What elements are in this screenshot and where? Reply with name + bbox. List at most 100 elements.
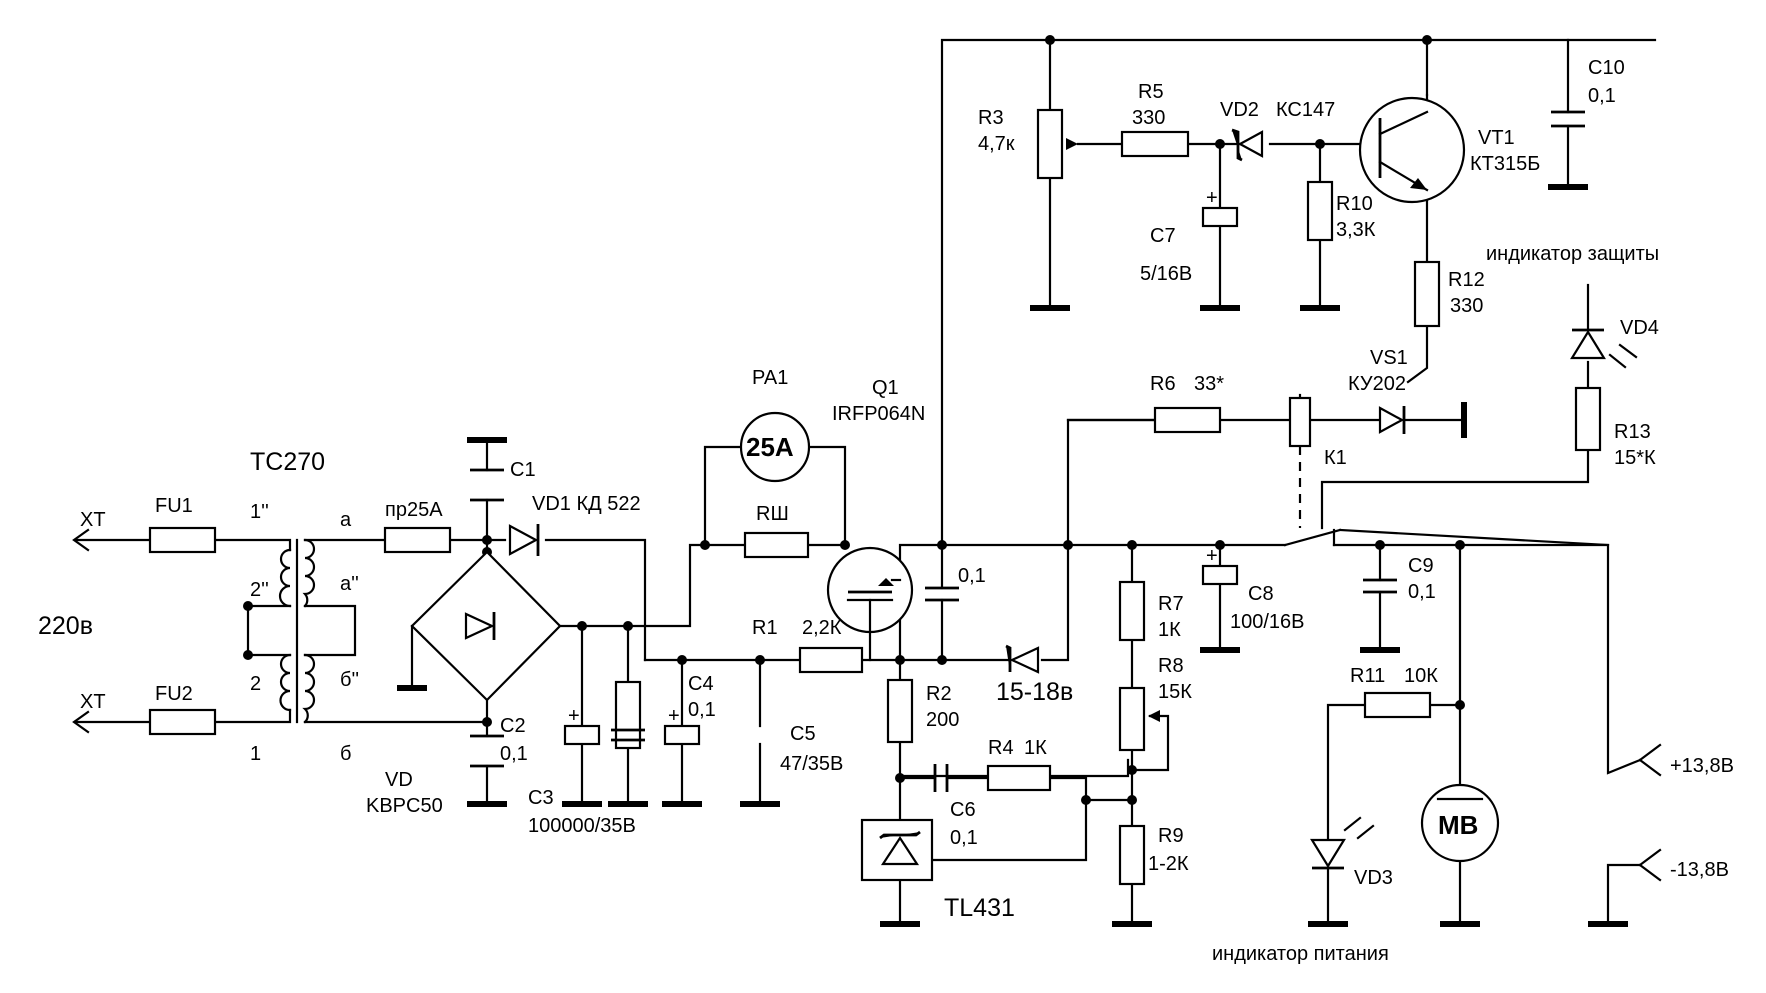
label-r11v: 10К (1404, 665, 1438, 687)
label-c5v: 47/35В (780, 753, 843, 775)
label-q1: Q1 (872, 377, 899, 399)
label-c9v: 0,1 (1408, 581, 1436, 603)
label-c10v: 0,1 (1588, 85, 1616, 107)
label-prot: индикатор защиты (1486, 243, 1659, 265)
label-r2: R2 (926, 683, 952, 705)
label-r6: R6 (1150, 373, 1176, 395)
label-c3: C3 (528, 787, 554, 809)
resistor-r3 (1036, 108, 1064, 180)
label-q1v: IRFP064N (832, 403, 925, 425)
label-r2v: 200 (926, 709, 959, 731)
label-r6v: 33* (1194, 373, 1224, 395)
label-mains: 220в (38, 612, 93, 640)
label-pwr: индикатор питания (1212, 943, 1389, 965)
plus-c5: + (668, 705, 680, 727)
resistors (148, 108, 1602, 886)
label-xt2: XT (80, 691, 106, 713)
tl431-regulator (860, 818, 934, 882)
fu1-fuse (148, 526, 217, 554)
junction-dots (243, 35, 1465, 805)
resistor-bleeder (614, 680, 642, 750)
label-xt1: XT (80, 509, 106, 531)
label-r10: R10 (1336, 193, 1373, 215)
capacitors (470, 110, 1585, 792)
resistor-r8 (1118, 686, 1146, 752)
label-wb: б (340, 743, 351, 765)
fuse-25a (383, 526, 452, 554)
resistor-r4 (986, 764, 1052, 792)
label-c10: C10 (1588, 57, 1625, 79)
label-minus: -13,8В (1670, 859, 1729, 881)
label-c1: C1 (510, 459, 536, 481)
label-c6v: 0,1 (950, 827, 978, 849)
relay-k1-coil (1288, 396, 1312, 448)
label-wb2: б'' (340, 669, 359, 691)
voltmeter-mb (1420, 783, 1500, 863)
resistor-r13 (1574, 386, 1602, 452)
label-pa1: PA1 (752, 367, 788, 389)
resistor-r12 (1413, 260, 1441, 328)
ammeter-pa1 (739, 411, 811, 483)
resistor-r2 (886, 678, 914, 744)
label-fu2: FU2 (155, 683, 193, 705)
label-r9: R9 (1158, 825, 1184, 847)
label-vd3: VD3 (1354, 867, 1393, 889)
wires (73, 38, 1657, 924)
label-tr: TC270 (250, 448, 325, 476)
label-w2: 2 (250, 673, 261, 695)
label-r10v: 3,3К (1336, 219, 1376, 241)
transformer-tc270 (278, 538, 316, 724)
label-r12: R12 (1448, 269, 1485, 291)
label-bridge: VD (385, 769, 413, 791)
label-r13: R13 (1614, 421, 1651, 443)
label-tl: TL431 (944, 894, 1015, 922)
resistor-rsh (743, 531, 810, 559)
resistor-r11 (1363, 691, 1432, 719)
label-r11: R11 (1350, 665, 1385, 687)
label-c6: C6 (950, 799, 976, 821)
label-w2a: 2'' (250, 579, 269, 601)
plus-c8: + (1206, 545, 1218, 567)
label-rsh: RШ (756, 503, 789, 525)
label-cq: 0,1 (958, 565, 986, 587)
plus-c7: + (1206, 187, 1218, 209)
label-r4v: 1К (1024, 737, 1047, 759)
ground-bars (397, 184, 1628, 927)
label-vs1: VS1 (1370, 347, 1408, 369)
label-fuse25: пр25А (385, 499, 443, 521)
label-c9: C9 (1408, 555, 1434, 577)
label-r3: R3 (978, 107, 1004, 129)
transistor-vt1 (1358, 96, 1466, 204)
label-vt1v: КТ315Б (1470, 153, 1540, 175)
label-c4v: 0,1 (688, 699, 716, 721)
label-r7: R7 (1158, 593, 1184, 615)
label-r7v: 1К (1158, 619, 1181, 641)
label-r8: R8 (1158, 655, 1184, 677)
fu2-fuse (148, 708, 217, 736)
label-vd2: VD2 (1220, 99, 1259, 121)
label-bridgev: KBPC50 (366, 795, 443, 817)
label-w1: 1 (250, 743, 261, 765)
label-vs1v: КУ202 (1348, 373, 1406, 395)
label-r5v: 330 (1132, 107, 1165, 129)
label-r1v: 2,2К (802, 617, 842, 639)
label-r3v: 4,7к (978, 133, 1015, 155)
label-r13v: 15*К (1614, 447, 1656, 469)
label-vd4: VD4 (1620, 317, 1659, 339)
mosfet-q1 (826, 546, 914, 662)
label-vt1: VT1 (1478, 127, 1515, 149)
label-w1a: 1'' (250, 501, 269, 523)
resistor-r5 (1120, 130, 1190, 158)
label-wa2: а'' (340, 573, 359, 595)
label-c7: C7 (1150, 225, 1176, 247)
label-r9v: 1-2К (1148, 853, 1189, 875)
relay-k1-contact (1283, 446, 1342, 547)
terminals (72, 528, 1662, 882)
plus-c3: + (568, 705, 580, 727)
label-c3v: 100000/35В (528, 815, 636, 837)
label-mv: MB (1438, 810, 1478, 840)
resistor-r9 (1118, 824, 1146, 886)
label-c2: C2 (500, 715, 526, 737)
resistor-r7 (1118, 580, 1146, 642)
